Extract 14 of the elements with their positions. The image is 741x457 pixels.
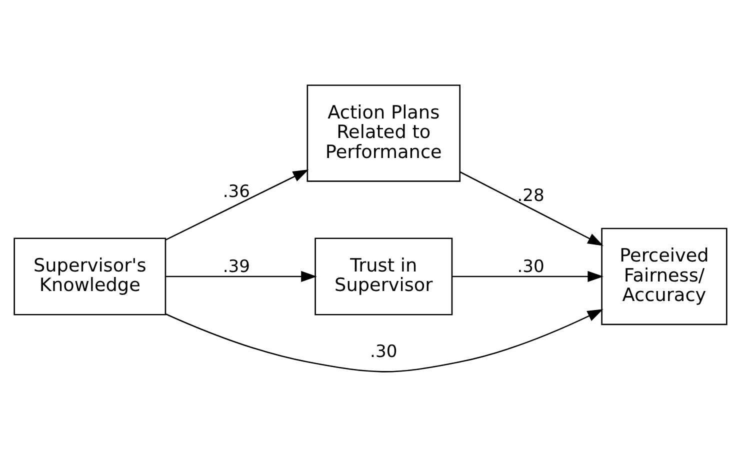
arrow bbox=[165, 309, 604, 372]
arrow bbox=[460, 171, 604, 246]
node-box: Action Plans Related to Performance bbox=[306, 84, 461, 182]
arrow bbox=[452, 270, 604, 282]
node-box: Perceived Fairness/ Accuracy bbox=[601, 228, 728, 326]
edge-label: .36 bbox=[222, 182, 250, 202]
node-box: Trust in Supervisor bbox=[314, 238, 453, 316]
arrow bbox=[166, 169, 309, 240]
edge-label: .28 bbox=[517, 186, 544, 206]
node-box: Supervisor's Knowledge bbox=[14, 238, 166, 316]
edge-label: .30 bbox=[517, 256, 544, 277]
edge-label: .30 bbox=[370, 342, 398, 362]
edge-label: .39 bbox=[222, 256, 250, 277]
arrow bbox=[166, 270, 317, 282]
